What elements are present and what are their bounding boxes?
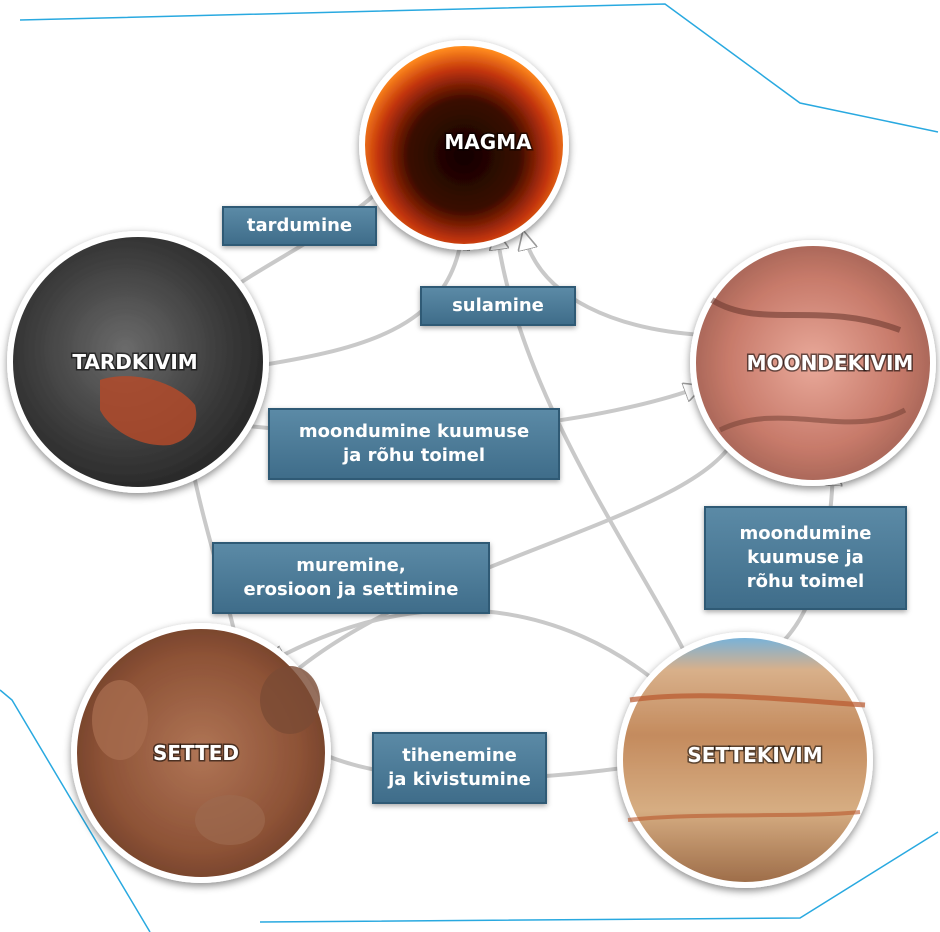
node-moondekivim: MOONDEKIVIM [690,240,936,486]
node-magma: MAGMA [359,40,569,250]
frame-line-top [19,3,939,133]
node-setted: SETTED [71,623,331,883]
label-moondumine-left: moondumine kuumuse ja rõhu toimel [268,408,560,480]
node-magma-label: MAGMA [444,130,532,154]
frame-lines [0,3,939,932]
lava-flow-detail [100,376,197,446]
arrow-sette-to-setted [270,608,666,690]
label-tihenemine: tihenemine ja kivistumine [372,732,547,804]
frame-line-bottom [259,831,939,923]
node-tardkivim-label: TARDKIVIM [72,350,197,374]
node-settekivim-label: SETTEKIVIM [687,743,822,767]
label-tardumine: tardumine [222,206,377,246]
arrow-moonde-to-magma [524,234,705,337]
label-sulamine: sulamine [420,286,576,326]
frame-line-left [0,689,151,932]
arrow-tard-to-magma [242,234,462,370]
node-setted-label: SETTED [153,741,239,765]
label-muremine: muremine, erosioon ja settimine [212,542,490,614]
node-settekivim: SETTEKIVIM [617,632,873,888]
label-moondumine-right: moondumine kuumuse ja rõhu toimel [704,506,907,610]
node-tardkivim: TARDKIVIM [7,231,269,493]
node-moondekivim-label: MOONDEKIVIM [747,351,914,375]
arrow-moonde-to-setted [285,432,739,680]
